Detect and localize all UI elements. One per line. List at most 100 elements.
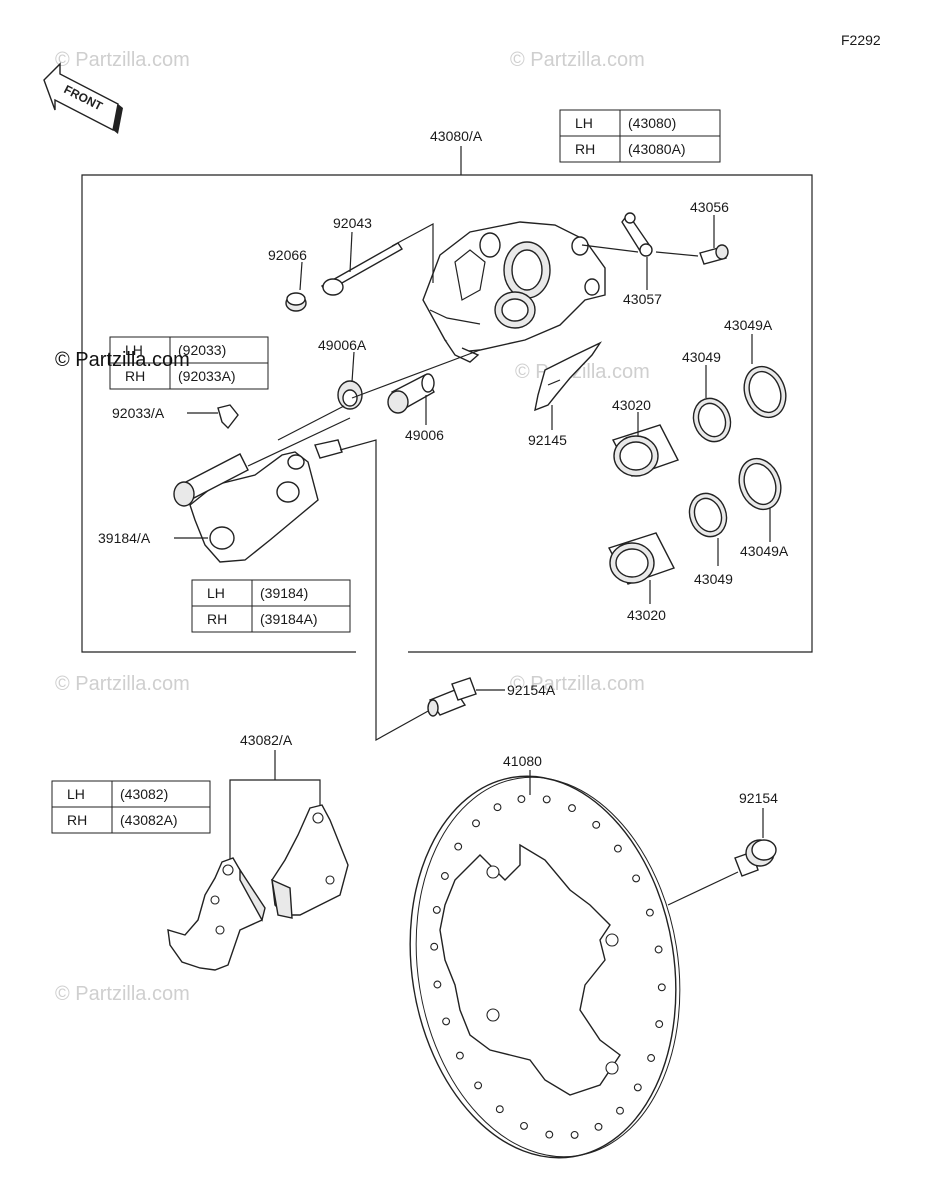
table-cell: (39184A) [260,611,318,627]
disc-vent-hole [645,908,654,917]
label-49006A: 49006A [318,337,367,353]
caliper-pin [320,242,404,296]
disc-vent-hole [570,1130,579,1139]
table-clip: LH (92033) RH (92033A) [109,336,269,390]
disc-vent-hole [616,1106,624,1115]
label-92145: 92145 [528,432,567,448]
pin-boot-a [337,380,363,410]
pin-boot [387,373,435,414]
brake-pad-left [167,857,266,971]
disc-vent-hole [545,1130,554,1139]
piston-lower [607,532,675,585]
disc-vent-hole [594,1122,603,1131]
watermark: © Partzilla.com [510,49,645,71]
label-43080: 43080/A [430,128,483,144]
table-cell: RH [207,611,227,627]
bleeder-cap [621,212,653,257]
disc-vent-hole [632,874,641,883]
label-39184: 39184/A [98,530,151,546]
disc-bolt [734,839,777,877]
bleeder-valve [699,244,729,265]
disc-vent-hole [657,983,666,992]
table-cell: RH [575,141,595,157]
front-arrow-icon: FRONT [43,62,123,134]
piston-seal-upper [692,397,732,443]
table-cell: LH [67,786,85,802]
disc-vent-hole [613,844,622,853]
disc-vent-hole [592,820,601,829]
label-43057: 43057 [623,291,662,307]
disc-vent-hole [440,872,449,880]
label-92066: 92066 [268,247,307,263]
dust-seal-lower [738,457,782,511]
pad-spring [534,341,602,412]
table-cell: (39184) [260,585,308,601]
label-43049-lower: 43049 [694,571,733,587]
disc-vent-hole [517,795,526,804]
watermark: © Partzilla.com [510,673,645,695]
disc-vent-hole [433,980,442,989]
table-cell: (43080A) [628,141,686,157]
dust-seal-upper [743,365,787,419]
piston-seal-lower [688,492,728,538]
label-49006: 49006 [405,427,444,443]
table-caliper: LH (43080) RH (43080A) [559,109,721,163]
watermark: © Partzilla.com [55,673,190,695]
disc-vent-hole [633,1083,642,1092]
plug [285,292,307,312]
label-43020-upper: 43020 [612,397,651,413]
table-cell: RH [125,368,145,384]
table-cell: (43082) [120,786,168,802]
label-92043: 92043 [333,215,372,231]
label-92154A: 92154A [507,682,556,698]
table-cell: LH [207,585,225,601]
brake-pad-right [271,804,349,919]
piston-upper [611,424,679,477]
label-43049A-lower: 43049A [740,543,789,559]
disc-vent-hole [432,905,441,914]
table-cell: LH [575,115,593,131]
disc-vent-hole [430,942,439,951]
watermark: © Partzilla.com [55,349,190,371]
table-cell: RH [67,812,87,828]
table-pads: LH (43082) RH (43082A) [51,780,211,834]
disc-vent-hole [474,1081,483,1090]
disc-vent-hole [455,1051,464,1060]
label-43049A-upper: 43049A [724,317,773,333]
disc-vent-hole [493,803,502,812]
label-43049-upper: 43049 [682,349,721,365]
disc-vent-hole [654,945,663,954]
diagram-code: F2292 [841,32,881,48]
label-41080: 41080 [503,753,542,769]
label-43082: 43082/A [240,732,293,748]
label-43056: 43056 [690,199,729,215]
table-cell: (92033A) [178,368,236,384]
disc-vent-hole [454,842,463,851]
caliper-bracket [173,439,343,563]
disc-vent-hole [568,804,576,813]
caliper-frame [81,146,813,653]
disc-vent-hole [472,819,480,828]
label-92154: 92154 [739,790,778,806]
brake-disc [409,775,681,1159]
watermark-overlay: © Partzilla.com [55,349,190,371]
table-bracket: LH (39184) RH (39184A) [191,579,351,633]
table-cell: (92033) [178,342,226,358]
disc-vent-hole [442,1017,451,1026]
watermark: © Partzilla.com [55,983,190,1005]
label-43020-lower: 43020 [627,607,666,623]
watermark: © Partzilla.com [55,49,190,71]
table-cell: (43082A) [120,812,178,828]
disc-vent-hole [655,1020,664,1029]
disc-vent-hole [542,795,551,804]
disc-vent-hole [495,1105,504,1114]
table-cell: LH [125,342,143,358]
label-92033: 92033/A [112,405,165,421]
caliper-bolt [427,677,477,717]
caliper-body [422,221,606,363]
disc-vent-hole [520,1121,528,1130]
table-cell: (43080) [628,115,676,131]
retainer-clip [217,404,239,430]
